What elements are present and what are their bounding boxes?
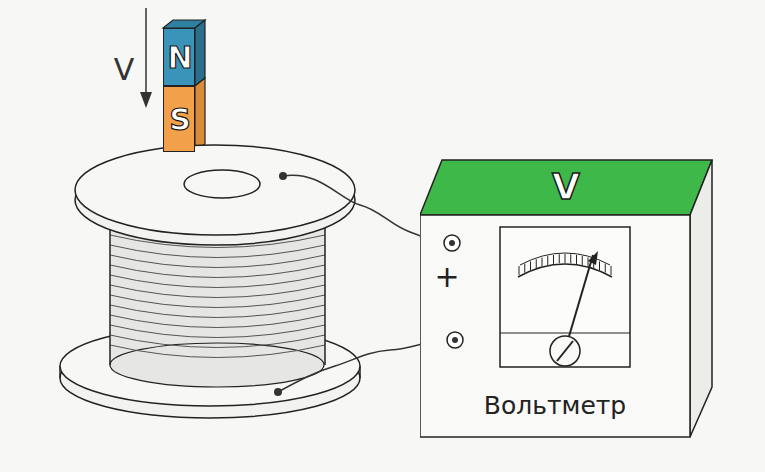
scale-tick (547, 256, 548, 265)
scale-tick (565, 254, 566, 263)
terminal (444, 235, 460, 251)
coil-hole (184, 170, 260, 198)
meter-side (690, 160, 712, 437)
scale-tick (542, 258, 543, 267)
scale-tick (536, 259, 537, 268)
scale-tick (611, 266, 612, 275)
dial-window (500, 227, 630, 367)
velocity-label: V (114, 55, 135, 85)
meter-symbol: V (552, 169, 580, 205)
scale-tick (530, 261, 531, 270)
magnet-south: S (163, 86, 195, 152)
scale-tick (570, 254, 571, 263)
magnet-north: N (163, 28, 195, 86)
knob-slot (557, 341, 573, 361)
arrow-head (140, 92, 152, 108)
terminal (452, 337, 458, 343)
magnet-side-n (195, 20, 205, 86)
plus-terminal-sign: + (434, 262, 459, 292)
scale-tick (519, 266, 520, 275)
dial-scale (518, 264, 612, 277)
scale-tick (605, 264, 606, 273)
scale-tick (576, 255, 577, 264)
terminal (449, 240, 455, 246)
velocity-arrow (145, 8, 147, 100)
needle-tip (588, 251, 598, 265)
needle (565, 255, 593, 350)
magnet-side-s (195, 78, 205, 152)
scale-tick (588, 258, 589, 267)
zero-adjust-knob (550, 336, 580, 366)
scale-tick (599, 261, 600, 270)
voltmeter: V + Вольтметр (420, 155, 715, 440)
pole-letter: S (169, 105, 191, 135)
scale-tick (559, 254, 560, 263)
meter-front (420, 215, 690, 437)
scale-tick (524, 264, 525, 273)
dial-line (500, 332, 630, 333)
scale-tick (582, 256, 583, 265)
pole-letter: N (167, 43, 192, 73)
meter-top (420, 160, 712, 215)
coil-top-flange-top (75, 145, 355, 235)
device-name: Вольтметр (484, 393, 626, 418)
coil-winding-bottom (110, 343, 324, 387)
coil-edge (324, 205, 326, 365)
scale-tick (553, 255, 554, 264)
terminal (447, 332, 463, 348)
